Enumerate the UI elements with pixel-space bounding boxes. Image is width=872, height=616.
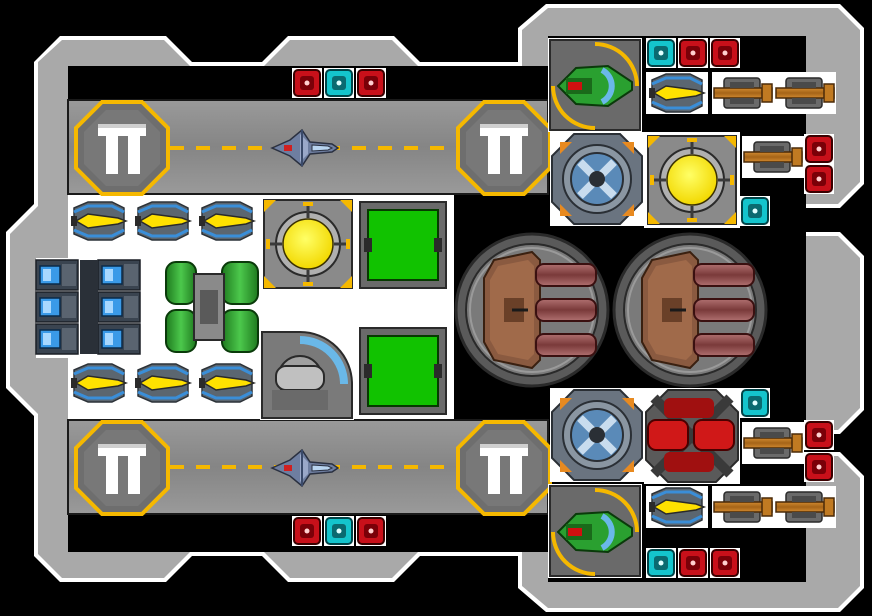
battery-pack-bank[interactable] — [35, 259, 141, 355]
gyroscope-icon[interactable] — [550, 132, 644, 226]
shield-generator-icon[interactable] — [548, 484, 642, 578]
cannon-turret-icon[interactable] — [773, 485, 837, 529]
thruster-icon — [66, 360, 132, 406]
thruster-icon — [194, 360, 260, 406]
battery-col-right-top[interactable] — [803, 133, 835, 195]
thruster-icon — [130, 198, 196, 244]
shield-dome-icon[interactable] — [260, 326, 354, 420]
battery-block-icon[interactable] — [739, 387, 771, 419]
thruster-icon — [130, 360, 196, 406]
cannon-turret-icon[interactable] — [711, 71, 775, 115]
battery-block-icon[interactable] — [739, 195, 771, 227]
shield-generator-icon[interactable] — [548, 38, 642, 132]
cannon-turret-icon[interactable] — [711, 485, 775, 529]
battery-row-right-top[interactable] — [645, 37, 741, 69]
hangar-top[interactable] — [67, 99, 552, 196]
cannon-turret-icon[interactable] — [741, 421, 805, 465]
thruster-row-top[interactable] — [66, 198, 260, 244]
hangar-pad-icon — [456, 100, 552, 196]
artillery-turret-icon[interactable] — [454, 232, 610, 388]
hangar-pad-icon — [74, 420, 170, 516]
hangar-bottom[interactable] — [67, 419, 552, 516]
hangar-pad-icon — [74, 100, 170, 196]
thruster-icon[interactable] — [644, 484, 710, 530]
thruster-icon[interactable] — [644, 70, 710, 116]
fuel-tank-icon[interactable] — [162, 260, 260, 356]
battery-row-bottom[interactable] — [291, 515, 387, 547]
missile-launcher-icon[interactable] — [644, 388, 740, 484]
green-panel-top[interactable] — [355, 197, 451, 293]
cannon-turret-icon[interactable] — [773, 71, 837, 115]
thruster-icon — [66, 198, 132, 244]
battery-row-right-bottom[interactable] — [645, 547, 741, 579]
thruster-icon — [194, 198, 260, 244]
thruster-row-bottom[interactable] — [66, 360, 260, 406]
battery-row-top[interactable] — [291, 67, 387, 99]
artillery-turret-icon[interactable] — [612, 232, 768, 388]
cannon-turret-icon[interactable] — [741, 135, 805, 179]
gyroscope-icon[interactable] — [550, 388, 644, 482]
green-panel-bottom[interactable] — [355, 323, 451, 419]
reactor-core-icon[interactable] — [258, 194, 358, 294]
reactor-core-icon[interactable] — [642, 130, 742, 230]
hangar-pad-icon — [456, 420, 552, 516]
